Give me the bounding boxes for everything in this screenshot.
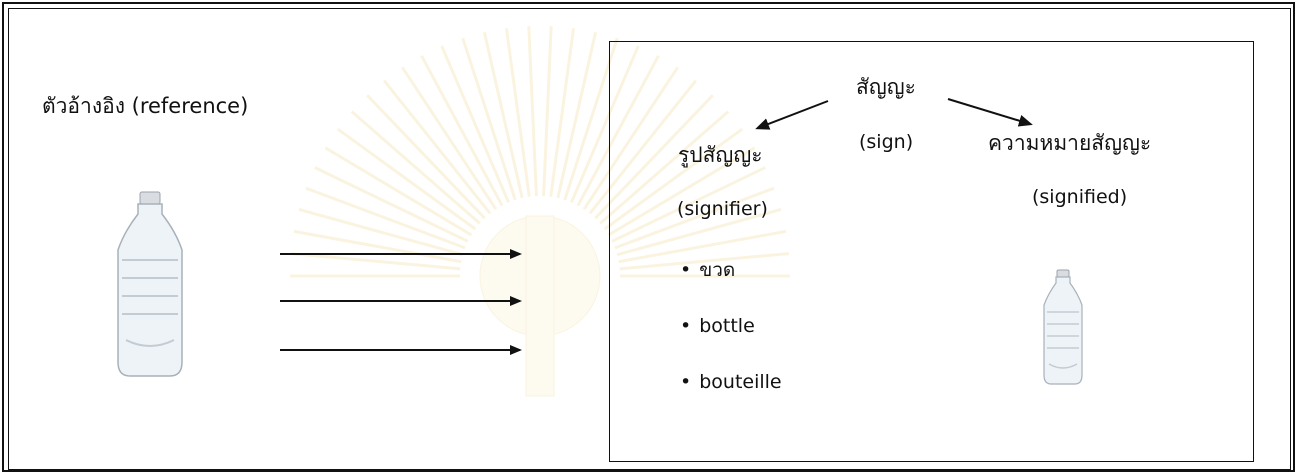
watermark-ray	[401, 66, 498, 211]
watermark-ray	[582, 66, 679, 211]
signifier-examples: •ขวด •bottle •bouteille	[680, 261, 782, 429]
watermark-ray	[336, 127, 477, 231]
signifier-english: (signifier)	[677, 198, 768, 220]
sign-word: สัญญะ	[856, 75, 916, 99]
watermark-ray	[542, 26, 553, 197]
watermark-ray	[619, 252, 790, 271]
signified-bottle-image	[1043, 269, 1083, 385]
list-item: •bouteille	[680, 371, 782, 393]
watermark-ray	[527, 26, 538, 197]
sign-box	[609, 41, 1254, 462]
list-item: •ขวด	[680, 259, 736, 281]
watermark-ray	[611, 166, 766, 243]
watermark-ray	[549, 28, 576, 197]
list-item: •bottle	[680, 315, 755, 337]
water-bottle-icon	[1043, 269, 1083, 385]
watermark-ray	[290, 252, 461, 271]
watermark-ray	[305, 186, 466, 250]
watermark-ray	[350, 110, 481, 225]
watermark-ray	[570, 45, 640, 204]
watermark-ray	[607, 146, 756, 237]
watermark-ray	[298, 208, 464, 257]
reference-bottle-image	[117, 191, 183, 377]
watermark-ray	[293, 229, 462, 264]
watermark-ray	[461, 37, 517, 201]
arrow-to-signifier	[755, 100, 829, 130]
watermark-ray	[504, 28, 531, 197]
watermark-ray	[599, 110, 730, 225]
reference-label: ตัวอ้างอิง (reference)	[42, 94, 249, 118]
watermark-ray	[324, 146, 473, 237]
sign-english: (sign)	[859, 131, 914, 153]
inner-frame	[8, 8, 1291, 470]
watermark-ray	[603, 127, 744, 231]
signified-english: (signified)	[1032, 186, 1128, 208]
watermark-ray	[420, 55, 504, 207]
watermark-ray	[614, 186, 775, 250]
watermark-ray	[366, 94, 486, 220]
signifier-word: รูปสัญญะ	[678, 143, 763, 167]
watermark-ray	[594, 94, 714, 220]
watermark-ray	[556, 31, 598, 199]
arrow-to-signified	[947, 98, 1033, 127]
signified-word: ความหมายสัญญะ	[988, 131, 1152, 155]
watermark-ray	[482, 31, 524, 199]
watermark-ray	[616, 208, 782, 257]
watermark-ray	[440, 45, 510, 204]
watermark-ray	[576, 55, 660, 207]
emblem-watermark	[290, 26, 790, 397]
watermark-ray	[314, 166, 469, 243]
water-bottle-icon	[117, 191, 183, 377]
watermark-ray	[563, 37, 619, 201]
watermark-ray	[382, 79, 492, 215]
watermark-ray	[618, 229, 787, 264]
watermark-ray	[588, 79, 698, 215]
